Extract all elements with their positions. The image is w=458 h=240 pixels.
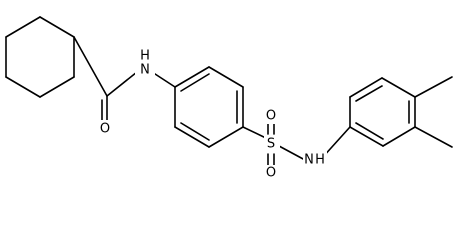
amide-h-label: H bbox=[140, 49, 150, 64]
bond bbox=[151, 71, 176, 88]
bond bbox=[208, 66, 244, 88]
bond bbox=[381, 77, 416, 98]
sulfonyl-s-label: S bbox=[267, 137, 275, 152]
sulfonyl-o-bottom-label: O bbox=[266, 166, 276, 181]
amide-n-label: N bbox=[140, 63, 150, 78]
bond bbox=[5, 16, 41, 38]
methyl-groups bbox=[414, 76, 453, 148]
bond bbox=[5, 76, 41, 98]
bond bbox=[73, 36, 108, 97]
bond bbox=[382, 126, 416, 147]
aromatic-inner-bond bbox=[355, 122, 384, 140]
aromatic-inner-bond bbox=[355, 85, 383, 102]
aromatic-inner-bond bbox=[180, 122, 210, 141]
cyclohexane-ring bbox=[5, 16, 75, 98]
bond bbox=[349, 77, 383, 98]
bond bbox=[349, 126, 384, 147]
methyl-bond bbox=[414, 126, 453, 148]
molecule-structure: H N O S O O N H bbox=[5, 16, 453, 181]
bond bbox=[39, 16, 75, 38]
sulfonamide-h-label: H bbox=[315, 153, 325, 168]
sulfonyl-o-top-label-group: O bbox=[263, 108, 279, 124]
benzene-ring-dimethyl bbox=[349, 77, 416, 147]
bond bbox=[174, 66, 210, 88]
sulfonamide-n-label: N bbox=[304, 153, 314, 168]
methyl-bond bbox=[414, 76, 453, 98]
aromatic-inner-bond bbox=[180, 73, 210, 92]
carbonyl-o-label-group: O bbox=[97, 120, 113, 137]
sulfonyl-o-bottom-label-group: O bbox=[263, 165, 279, 181]
bond bbox=[39, 76, 75, 98]
bond bbox=[106, 71, 138, 97]
carbonyl-o-label: O bbox=[100, 122, 110, 137]
sulfonamide-nh-label: N H bbox=[303, 151, 327, 168]
bond bbox=[174, 126, 210, 148]
benzene-ring-central bbox=[174, 66, 244, 148]
amide-nh-label: H N bbox=[135, 48, 155, 78]
atom-labels: H N O S O O N H bbox=[97, 48, 327, 181]
sulfonamide-group bbox=[242, 121, 351, 167]
bond bbox=[208, 126, 244, 148]
bond bbox=[278, 145, 306, 161]
sulfonyl-o-top-label: O bbox=[266, 109, 276, 124]
sulfonyl-s-label-group: S bbox=[264, 136, 280, 152]
amide-group bbox=[73, 36, 176, 123]
